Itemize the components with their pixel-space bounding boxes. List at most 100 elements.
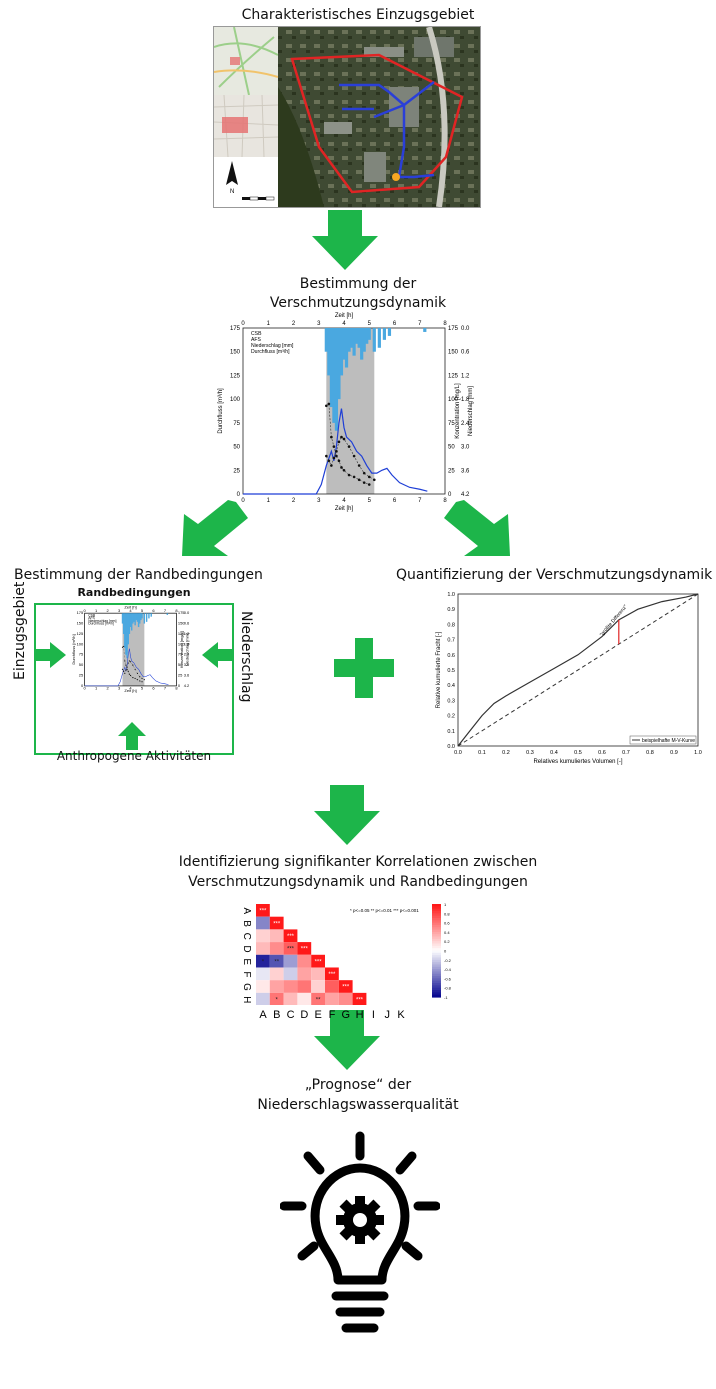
y3-tick-label: 4.2 [184,683,190,688]
column-label: I [372,1009,375,1021]
heatmap-cell [283,980,298,993]
x2-tick-label: 7 [418,321,422,327]
y2-tick-label: 150 [448,350,459,356]
csb-point [340,435,343,439]
x-tick-label: 0.0 [454,750,462,756]
colorbar-segment [432,943,441,947]
catchment-boundary [290,53,464,194]
afs-point [121,646,124,648]
rain-bar [334,328,339,431]
csb-point [327,459,331,463]
afs-point [335,454,338,458]
y3-tick-label: 3.0 [461,445,470,451]
y2-tick-label: 100 [178,641,185,646]
rain-bar [344,328,349,368]
column-label: J [384,1009,390,1021]
y-tick-label: 100 [230,397,241,403]
x2-tick-label: 1 [267,321,271,327]
x2-tick-label: 4 [129,608,132,613]
svg-text:N: N [230,189,234,195]
heatmap-cell [297,954,312,968]
colorbar-segment [432,955,441,959]
column-label: B [273,1009,280,1021]
y3-tick-label: 1.8 [461,397,470,403]
column-label: H [356,1009,364,1021]
afs-point [128,673,130,675]
y2-tick-label: 75 [448,421,455,427]
x-tick-label: 0.5 [574,750,582,756]
y3-tick-label: 2.4 [461,421,470,427]
colorbar-tick: 0.6 [444,921,450,926]
csb-point [335,450,338,453]
afs-point [127,670,129,672]
y-tick-label: 75 [79,652,84,657]
y-tick-label: 0.6 [447,653,455,659]
afs-point [124,660,126,662]
afs-point [132,677,134,679]
x-axis-label: Relatives kumuliertes Volumen [-] [533,759,622,765]
x-tick-label: 0.3 [526,750,534,756]
y-tick-label: 50 [79,662,84,667]
flow-line [243,408,428,495]
x-tick-label: 6 [152,686,155,691]
step1-title: Charakteristisches Einzugsgebiet [241,7,475,23]
arrow-down-right [444,500,510,556]
x-tick-label: 4 [129,686,132,691]
max-difference-label: "größte Differenz" [599,604,629,638]
afs-point [357,478,361,482]
significance-marker: * [276,997,279,1003]
colorbar-tick: 1 [444,902,447,907]
legend-entry: Durchfluss [m³/h] [251,349,290,355]
rain-bar [135,613,138,621]
rain-bar [387,328,392,336]
y3-tick-label: 0.6 [461,350,470,356]
heatmap-cell [297,980,312,993]
x-tick-label: 0.2 [502,750,510,756]
y3-tick-label: 3.6 [461,468,470,474]
afs-point [139,680,141,682]
y2-axis-label: Konzentration [mg/L] [455,383,461,439]
afs-point [337,459,341,463]
significance-marker: *** [287,934,295,940]
legend-entry: Niederschlag [mm] [88,619,116,623]
csb-point [332,456,336,460]
x-tick-label: 7 [418,498,422,504]
heatmap-cell [283,967,298,981]
legend-entry: AFS [251,337,262,343]
heatmap-cell [297,967,312,981]
y3-tick-label: 1.8 [184,641,190,646]
legend-entry: Niederschlag [mm] [251,343,294,349]
x-axis-label: Zeit [h] [335,506,354,512]
label-niederschlag: Niederschlag [238,611,254,703]
x-tick-label: 3 [118,686,121,691]
x-tick-label: 0.8 [646,750,654,756]
afs-point [352,475,356,479]
rain-bar [133,613,135,622]
column-label: K [397,1009,405,1021]
plus-icon [334,638,394,698]
afs-point [340,466,343,469]
rain-bar [377,328,381,348]
csb-point [126,666,128,668]
y-tick-label: 0.1 [447,729,455,735]
significance-marker: * [262,959,265,965]
y-tick-label: 150 [230,350,241,356]
colorbar-segment [432,973,441,977]
y2-tick-label: 0 [448,492,452,498]
rain-bar [143,613,146,624]
x-tick-label: 0 [241,498,245,504]
legend-entry: CSB [88,613,96,617]
heatmap-cell [283,992,298,1005]
heatmap-cell [311,967,325,981]
arrow-down-3 [314,1010,380,1070]
heatmap-cell [311,992,325,1005]
csb-line [326,436,375,481]
rain-bar [423,328,427,332]
colorbar-segment [432,983,441,986]
y3-tick-label: 0.0 [184,610,190,615]
afs-point [367,483,371,486]
colorbar-segment [432,908,441,912]
x2-tick-label: 5 [141,608,144,613]
heatmap-cell [297,992,312,1005]
